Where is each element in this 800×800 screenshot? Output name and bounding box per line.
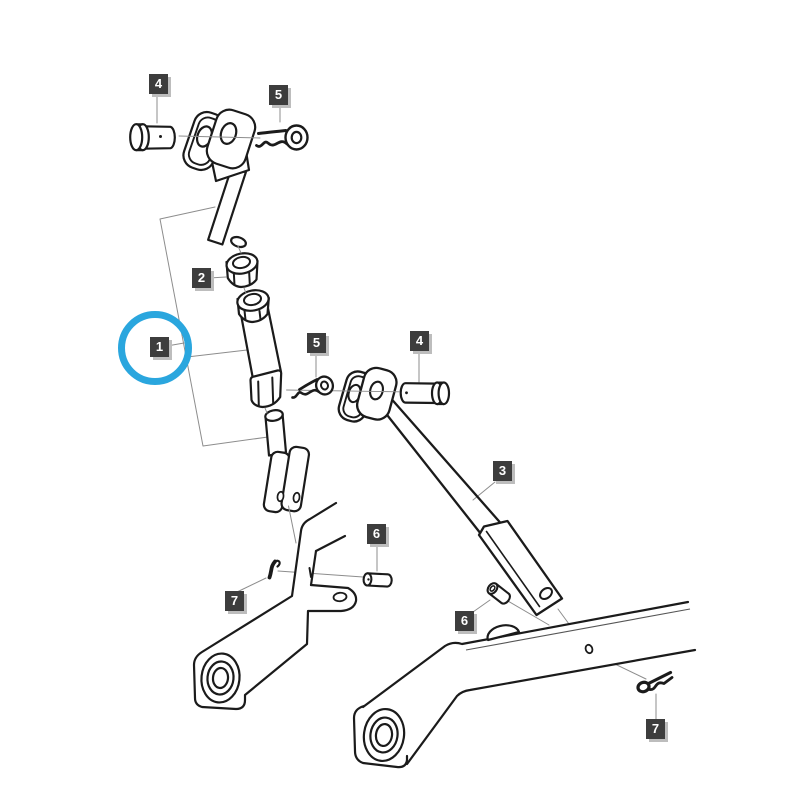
linch-pin-right (486, 582, 511, 605)
r-clip-top (255, 124, 309, 151)
callout-6-right[interactable]: 6 (455, 611, 474, 631)
clip-right (636, 670, 674, 694)
right-lower-link-arm (352, 600, 697, 769)
clevis-fork (262, 445, 311, 514)
clevis-pin-top (129, 123, 176, 152)
callout-3[interactable]: 3 (493, 461, 512, 481)
highlight-circle (118, 311, 192, 385)
callout-2[interactable]: 2 (192, 268, 211, 288)
callout-5-top[interactable]: 5 (269, 85, 288, 105)
callout-6-left[interactable]: 6 (367, 524, 386, 544)
clevis-pin-mid (399, 381, 451, 406)
upper-shank (207, 166, 247, 246)
linch-pin-left (362, 572, 393, 588)
r-clip-mid (291, 375, 335, 399)
turnbuckle-assembly (178, 108, 311, 544)
callout-5-mid[interactable]: 5 (307, 333, 326, 353)
callout-1[interactable]: 1 (150, 337, 169, 357)
hex-nut (225, 252, 259, 289)
turnbuckle-body (236, 289, 283, 409)
callout-4-mid[interactable]: 4 (410, 331, 429, 351)
tab-hole-left (332, 591, 348, 603)
callout-4-top[interactable]: 4 (149, 74, 168, 94)
callout-7-left[interactable]: 7 (225, 591, 244, 611)
lower-rod (264, 409, 288, 457)
stabilizer-boss (486, 624, 521, 642)
callout-7-right[interactable]: 7 (646, 719, 665, 739)
clip-left (267, 559, 281, 580)
stabilizer-rod (286, 366, 564, 617)
left-lower-link-arm (192, 501, 358, 711)
pin-slot-left (308, 567, 312, 578)
clip-hole-right-arm (584, 643, 594, 655)
